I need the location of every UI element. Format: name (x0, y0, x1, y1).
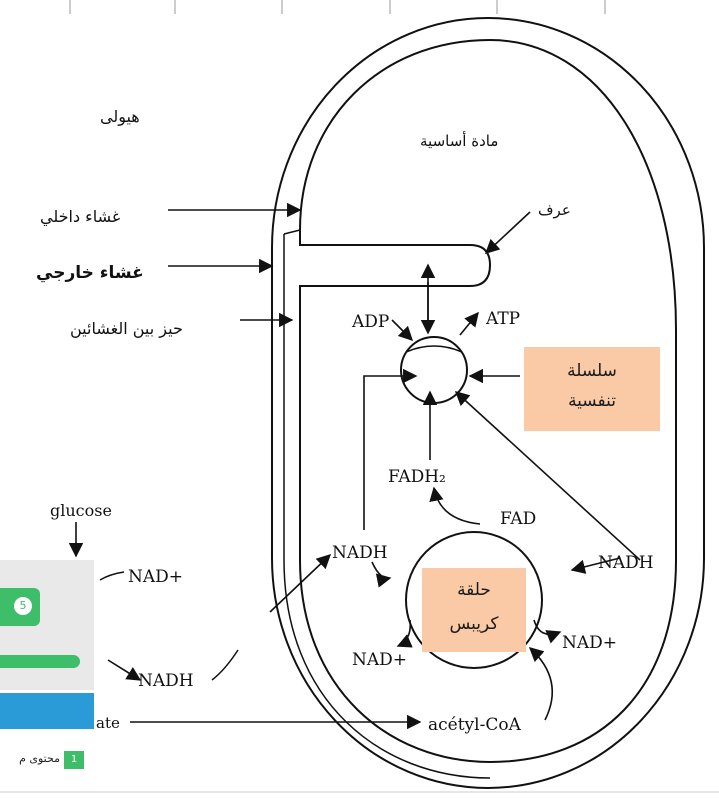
label-nadh-left: NADH (332, 543, 388, 563)
krebs-cycle-line2: كريبس (449, 614, 499, 634)
inner-membrane (299, 38, 677, 764)
label-nad-cyto: NAD+ (128, 567, 183, 587)
label-fadh2: FADH₂ (388, 467, 446, 487)
badge-count: 5 (14, 597, 32, 615)
label-glucose: glucose (50, 501, 112, 520)
label-nad-left: NAD+ (352, 650, 407, 670)
respiratory-chain-box: سلسلة تنفسية (524, 347, 660, 431)
label-fad: FAD (500, 509, 536, 529)
overlay-footer-button[interactable]: 1 (64, 751, 84, 769)
label-nadh-right: NADH (598, 553, 654, 573)
overlay-footer-text: محتوى م (19, 752, 60, 765)
overlay-pill-button[interactable] (0, 655, 80, 668)
label-nadh-cyto: NADH (138, 671, 194, 691)
label-pyruvate-fragment: ate (96, 714, 120, 732)
label-atp: ATP (485, 309, 520, 329)
label-outer-membrane: غشاء خارجي (36, 263, 144, 283)
label-matrix: مادة أساسية (420, 131, 498, 150)
label-hyaloplasm: هيولى (100, 107, 140, 127)
notification-badge[interactable]: 5 (0, 588, 40, 626)
label-inner-membrane: غشاء داخلي (40, 207, 120, 227)
krebs-circle (405, 531, 543, 669)
krebs-cycle-line1: حلقة (457, 580, 491, 600)
label-acetyl-coa: acétyl-CoA (428, 715, 522, 735)
label-adp: ADP (351, 312, 389, 332)
label-crista: عرف (538, 201, 571, 219)
footer-button-label: 1 (70, 754, 78, 765)
label-intermembrane-space: حيز بين الغشائين (70, 319, 183, 339)
krebs-cycle-box: حلقة كريبس (422, 568, 526, 652)
overlay-blue-bar[interactable] (0, 693, 94, 729)
respiratory-chain-line1: سلسلة (567, 361, 617, 381)
respiratory-chain-line2: تنفسية (568, 391, 616, 411)
outer-membrane (271, 17, 705, 789)
arrows (68, 202, 641, 730)
label-nad-right: NAD+ (562, 633, 617, 653)
